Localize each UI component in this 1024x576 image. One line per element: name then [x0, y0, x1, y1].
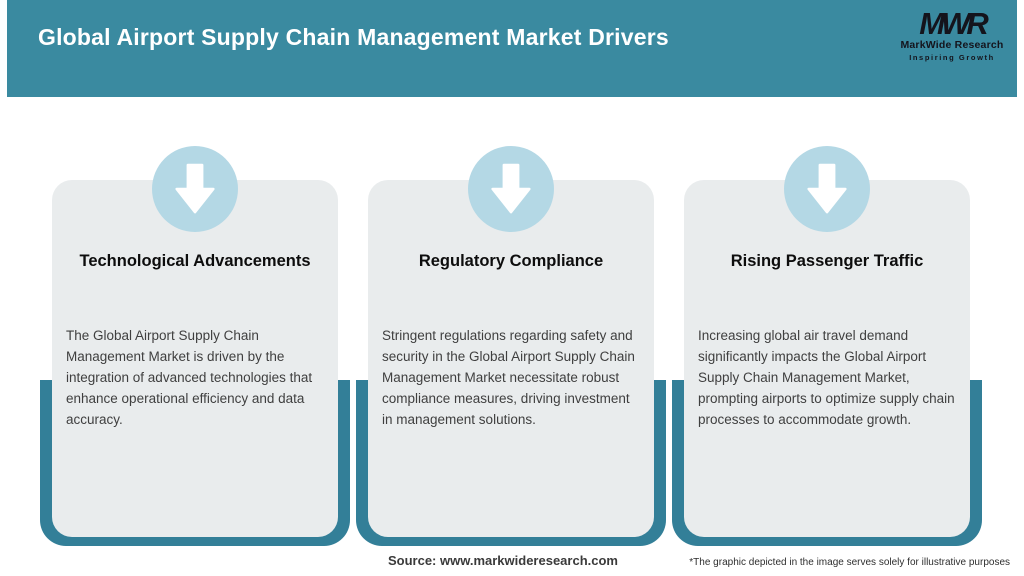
- card-description: Stringent regulations regarding safety a…: [382, 328, 635, 427]
- down-arrow-icon: [152, 146, 238, 232]
- card-description: The Global Airport Supply Chain Manageme…: [66, 328, 313, 427]
- logo-name: MarkWide Research: [900, 39, 1004, 51]
- card-panel: Regulatory Compliance Stringent regulati…: [368, 180, 654, 537]
- card-title: Technological Advancements: [79, 252, 311, 270]
- card-panel: Rising Passenger Traffic Increasing glob…: [684, 180, 970, 537]
- card-title: Regulatory Compliance: [418, 252, 604, 270]
- disclaimer-text: *The graphic depicted in the image serve…: [689, 557, 1010, 568]
- driver-column-regulatory-compliance: Regulatory Compliance Stringent regulati…: [356, 137, 666, 546]
- driver-column-technological-advancements: Technological Advancements The Global Ai…: [40, 137, 350, 546]
- markwide-logo: MWR MarkWide Research Inspiring Growth: [897, 8, 1007, 61]
- down-arrow-icon: [468, 146, 554, 232]
- driver-column-rising-passenger-traffic: Rising Passenger Traffic Increasing glob…: [672, 137, 982, 546]
- mwr-monogram-icon: MWR: [919, 6, 988, 41]
- logo-tagline: Inspiring Growth: [909, 52, 995, 62]
- header-banner: Global Airport Supply Chain Management M…: [7, 0, 1017, 97]
- card-panel: Technological Advancements The Global Ai…: [52, 180, 338, 537]
- page-title: Global Airport Supply Chain Management M…: [38, 24, 669, 50]
- source-text: Source: www.markwideresearch.com: [387, 553, 618, 568]
- down-arrow-icon: [784, 146, 870, 232]
- card-description: Increasing global air travel demand sign…: [698, 328, 955, 427]
- card-title: Rising Passenger Traffic: [730, 252, 924, 270]
